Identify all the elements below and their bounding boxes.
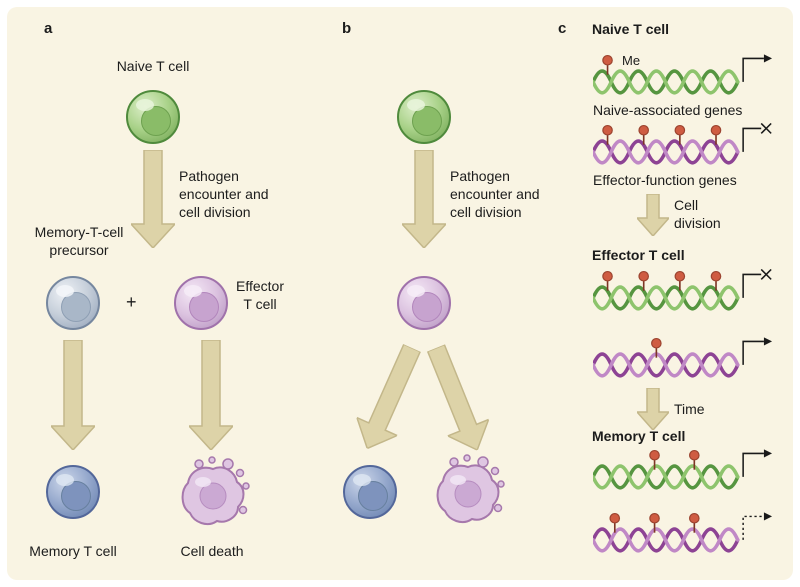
dna-row-naive-purple (593, 123, 772, 165)
memory-precursor-cell (46, 276, 100, 330)
plus-sign: + (126, 292, 137, 312)
transcription-blocked-icon (742, 269, 772, 299)
cell-division-arrow-c (637, 194, 669, 236)
pathogen-label-a: Pathogen encounter and cell division (179, 168, 269, 220)
caption-naive-genes: Naive-associated genes (593, 102, 743, 118)
memory-cell-a (46, 465, 100, 519)
heading-effector-t-cell: Effector T cell (592, 247, 685, 263)
panel-c-letter: c (558, 20, 567, 37)
transcription-poised-icon (742, 511, 773, 541)
heading-memory-t-cell: Memory T cell (592, 428, 686, 444)
transcription-blocked-icon (742, 123, 772, 153)
memory-arrow-a (51, 340, 95, 450)
dying-cell-a (181, 456, 250, 526)
pathogen-label-b: Pathogen encounter and cell division (450, 168, 540, 220)
death-label-a: Cell death (180, 543, 244, 559)
caption-effector-genes: Effector-function genes (593, 172, 737, 188)
effector-label-a: Effector T cell (236, 278, 284, 312)
memory-label-a: Memory T cell (29, 543, 117, 559)
transcription-arrow-icon (742, 336, 773, 366)
memory-cell-b (343, 465, 397, 519)
transcription-arrow-icon (742, 53, 773, 83)
me-label: Me (622, 53, 641, 68)
time-arrow-c (637, 388, 669, 430)
dna-row-effector-green (593, 269, 772, 311)
panel-b-letter: b (342, 20, 352, 37)
dna-row-effector-purple (593, 336, 773, 378)
panel-a-letter: a (44, 20, 53, 37)
effector-cell-a (174, 276, 228, 330)
dna-row-memory-purple (593, 511, 773, 553)
precursor-label: Memory-T-cell precursor (34, 224, 124, 258)
transcription-arrow-icon (742, 448, 773, 478)
division-arrow-b (402, 150, 446, 248)
naive-t-cell-label-a: Naive T cell (116, 58, 190, 74)
dna-row-memory-green (593, 448, 773, 490)
effector-cell-b (397, 276, 451, 330)
death-arrow-a (189, 340, 233, 450)
dying-cell-b (436, 454, 505, 524)
naive-t-cell-a (126, 90, 180, 144)
time-label: Time (674, 401, 705, 417)
heading-naive-t-cell: Naive T cell (592, 21, 670, 37)
naive-t-cell-b (397, 90, 451, 144)
cell-division-label: Cell division (674, 197, 721, 231)
